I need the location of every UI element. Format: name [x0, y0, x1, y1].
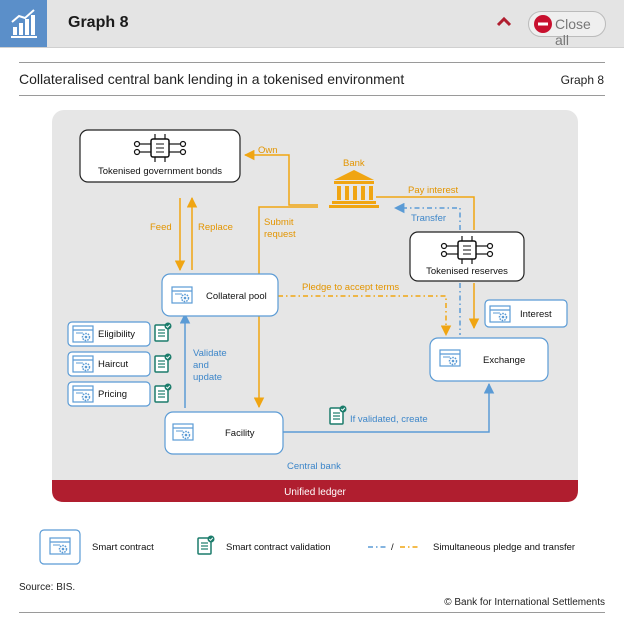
validate-label-2: and — [193, 360, 209, 371]
haircut-label: Haircut — [98, 359, 128, 370]
replace-label: Replace — [198, 222, 233, 233]
legend-pledge-transfer-label: Simultaneous pledge and transfer — [433, 542, 575, 553]
legend-smart-contract-label: Smart contract — [92, 542, 154, 553]
pay-interest-label: Pay interest — [408, 185, 459, 196]
eligibility-label: Eligibility — [98, 329, 135, 340]
collateral-pool-node — [161, 273, 279, 317]
pay-interest-line — [376, 196, 475, 230]
figure-number: Graph 8 — [560, 73, 604, 87]
request-label: request — [264, 229, 296, 240]
bank-icon — [329, 170, 379, 208]
pricing-label: Pricing — [98, 389, 127, 400]
bank-label: Bank — [343, 158, 365, 169]
validate-label-1: Validate — [193, 348, 227, 359]
validate-label-3: update — [193, 372, 222, 383]
interest-contract-icon — [489, 305, 511, 323]
legend-smart-contract-icon — [49, 537, 71, 555]
eligibility-contract-icon — [72, 325, 94, 343]
if-validated-label: If validated, create — [350, 414, 428, 425]
legend: Smart contract Smart contract validation… — [39, 529, 575, 565]
collapse-chevron-icon[interactable] — [492, 10, 516, 34]
feed-label: Feed — [150, 222, 172, 233]
close-circle-icon — [534, 15, 552, 33]
legend-separator: / — [391, 542, 394, 553]
exchange-node — [429, 337, 549, 382]
close-all-label: Close all — [555, 16, 591, 48]
transfer-arrow-top — [393, 202, 461, 230]
diagram-panel — [52, 110, 578, 502]
transfer-label: Transfer — [411, 213, 446, 224]
top-rule — [19, 62, 605, 63]
reserves-label: Tokenised reserves — [426, 266, 508, 277]
pledge-label: Pledge to accept terms — [302, 282, 399, 293]
bottom-rule — [19, 612, 605, 613]
haircut-contract-icon — [72, 355, 94, 373]
submit-label: Submit — [264, 217, 294, 228]
facility-node — [164, 411, 284, 455]
bonds-label: Tokenised government bonds — [98, 166, 222, 177]
panel-title: Graph 8 — [68, 14, 129, 31]
unified-ledger-label: Unified ledger — [284, 487, 346, 498]
legend-validation-label: Smart contract validation — [226, 542, 331, 553]
exchange-label: Exchange — [483, 355, 525, 366]
legend-validation-icon — [197, 534, 216, 555]
source-note: Source: BIS. — [19, 582, 76, 593]
exchange-contract-icon — [439, 349, 461, 367]
facility-contract-icon — [172, 423, 194, 441]
pricing-contract-icon — [72, 385, 94, 403]
own-label: Own — [258, 145, 278, 156]
collateral-pool-contract-icon — [171, 286, 193, 304]
unified-ledger-bar — [52, 480, 578, 502]
chart-icon — [0, 0, 47, 47]
caption-rule — [19, 95, 605, 96]
header-bar: Graph 8 Close all — [0, 0, 624, 48]
facility-label: Facility — [225, 428, 255, 439]
figure-caption: Collateralised central bank lending in a… — [19, 71, 405, 87]
interest-label: Interest — [520, 309, 552, 320]
central-bank-label: Central bank — [287, 461, 341, 472]
submit-request-arrow — [253, 206, 318, 409]
own-arrow — [243, 149, 318, 206]
if-validated-create-arrow — [283, 382, 495, 433]
close-all-button[interactable]: Close all — [528, 11, 606, 48]
copyright-note: © Bank for International Settlements — [444, 597, 605, 608]
collateral-pool-label: Collateral pool — [206, 291, 267, 302]
